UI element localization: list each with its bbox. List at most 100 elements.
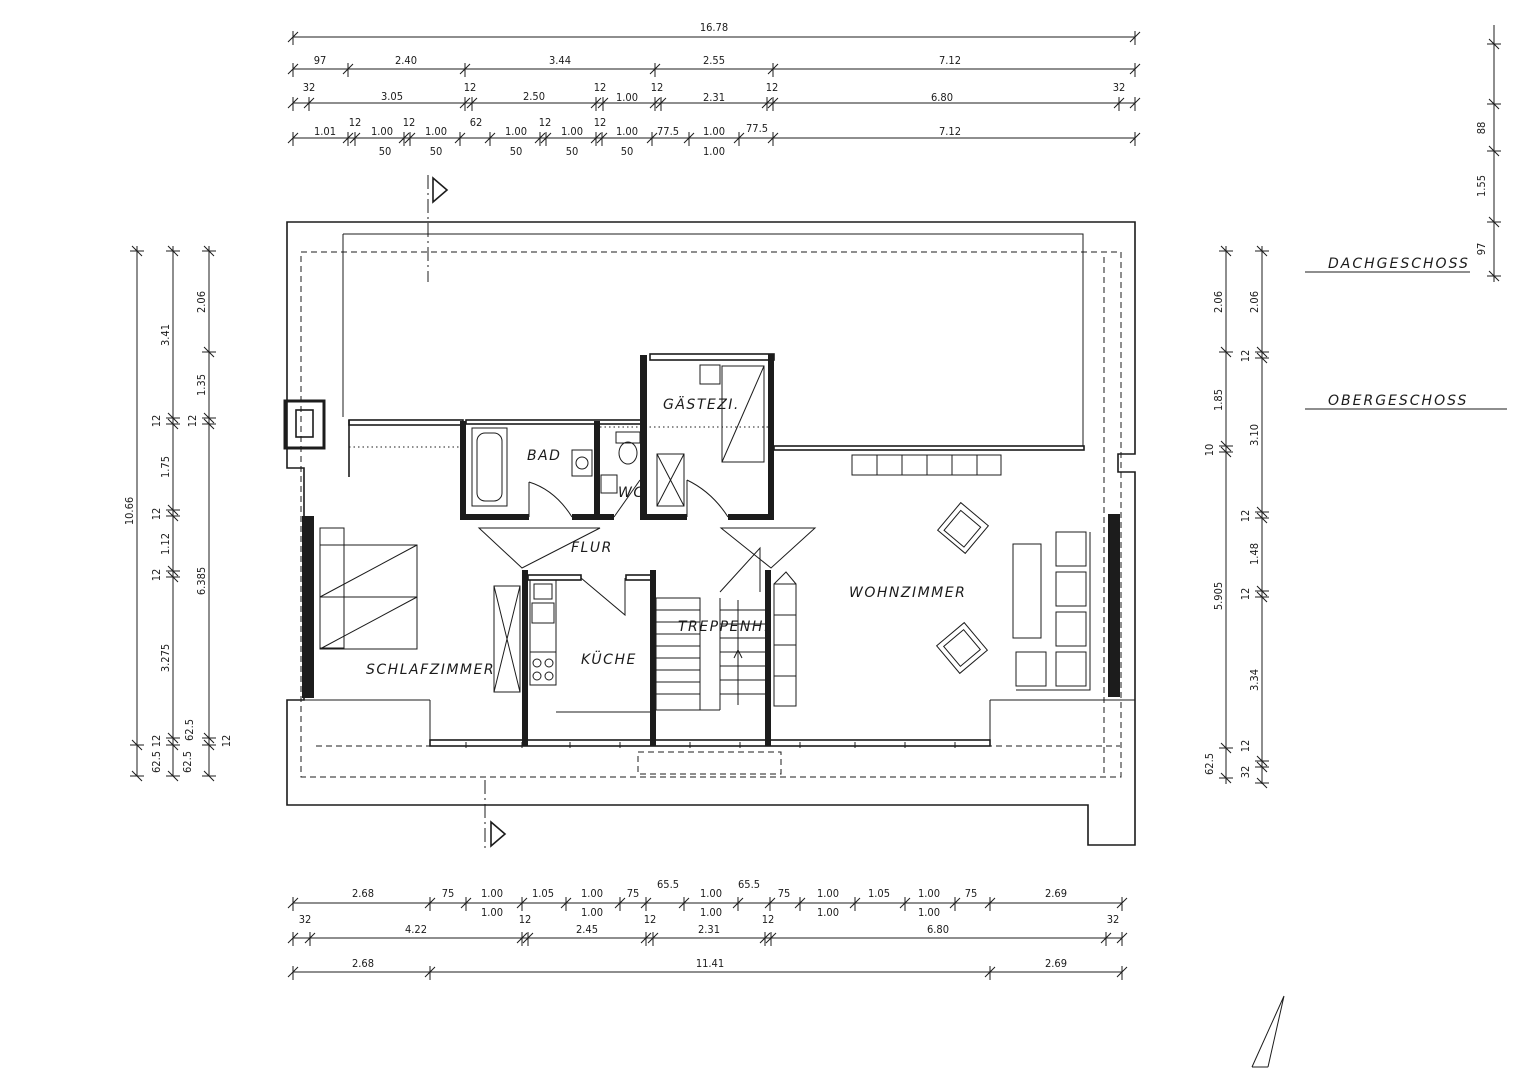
- dim-bottom-r2: 6.80: [927, 923, 949, 936]
- dim-bottom-r1: 1.05: [532, 887, 554, 900]
- dim-right-b: 1.48: [1248, 543, 1261, 565]
- walls: [287, 353, 1135, 775]
- dim-bottom-r1: 1.00: [481, 887, 503, 900]
- dim-top-r4: 12: [403, 116, 416, 129]
- dim-top-r4: 1.00: [505, 125, 527, 138]
- dim-bottom-r2: 12: [762, 913, 775, 926]
- dim-bottom-r2: 12: [519, 913, 532, 926]
- dim-bottom-r1: 75: [778, 887, 791, 900]
- dim-left-b: 1.75: [159, 456, 172, 478]
- dim-bottom-r1: 1.00: [581, 887, 603, 900]
- dim-bottom-r1: 1.00: [817, 887, 839, 900]
- dim-bottom-r1: 1.00: [918, 887, 940, 900]
- dim-top-r4: 77.5: [746, 122, 768, 135]
- dim-top-r3: 12: [464, 81, 477, 94]
- dim-top-r4b: 50: [510, 145, 523, 158]
- dim-left-c: 62.5: [183, 719, 196, 741]
- room-label-wohnzimmer: WOHNZIMMER: [849, 585, 966, 601]
- dim-top-r4: 1.00: [425, 125, 447, 138]
- dim-bottom-r1: 65.5: [657, 878, 679, 891]
- left-dimension-chains: 10.66 62.5 3.41 12 1.75 12 1.12 12 3.275…: [123, 245, 233, 782]
- dim-right-a: 1.85: [1212, 389, 1225, 411]
- dim-left-b: 12: [150, 569, 163, 582]
- dim-bottom-r1: 1.05: [868, 887, 890, 900]
- dim-bottom-r2: 4.22: [405, 923, 427, 936]
- room-labels: BAD WC GÄSTEZI. FLUR WOHNZIMMER TREPPENH…: [366, 395, 966, 678]
- room-label-treppenhaus: TREPPENH.: [678, 619, 770, 635]
- dim-top-r4: 1.01: [314, 125, 336, 138]
- dim-top-r3: 3.05: [381, 90, 403, 103]
- dim-section: 97: [1475, 243, 1488, 256]
- dim-left-c: 2.06: [195, 291, 208, 313]
- dim-top-r4: 77.5: [657, 125, 679, 138]
- dim-bottom-r2: 12: [644, 913, 657, 926]
- bottom-dimension-chains: 2.68 75 1.00 1.05 1.00 75 65.5 1.00 65.5…: [287, 878, 1128, 980]
- dim-top-r3: 12: [594, 81, 607, 94]
- dim-right-a: 5.905: [1212, 582, 1225, 610]
- dim-right-b: 12: [1239, 510, 1252, 523]
- right-dimension-chains: 2.06 1.85 10 5.905 62.5 2.06 12 3.10 12 …: [1203, 245, 1269, 789]
- dim-left-b: 3.41: [159, 324, 172, 346]
- dim-bottom-r3: 2.68: [352, 957, 374, 970]
- dim-right-b: 12: [1239, 740, 1252, 753]
- dim-top-r3: 2.31: [703, 91, 725, 104]
- dim-top-r3: 6.80: [931, 91, 953, 104]
- dim-bottom-r1: 1.00: [700, 887, 722, 900]
- dim-bottom-r2: 32: [1107, 913, 1120, 926]
- dim-top-total: 16.78: [700, 21, 728, 34]
- dim-bottom-r3: 2.69: [1045, 957, 1067, 970]
- dim-top-r4b: 50: [621, 145, 634, 158]
- dim-top-r4b: 1.00: [703, 145, 725, 158]
- dim-left-b: 12: [150, 415, 163, 428]
- dim-bottom-r3: 11.41: [696, 957, 724, 970]
- dim-left-b: 3.275: [159, 644, 172, 672]
- dim-bottom-r1: 65.5: [738, 878, 760, 891]
- room-label-kueche: KÜCHE: [581, 650, 637, 668]
- dim-bottom-r1b: 1.00: [700, 906, 722, 919]
- dim-left-b: 12: [150, 508, 163, 521]
- dim-right-b: 2.06: [1248, 291, 1261, 313]
- chimney: [283, 399, 326, 450]
- dim-left-c: 6.385: [195, 567, 208, 595]
- dim-top-r4b: 50: [566, 145, 579, 158]
- section-marker-top: [427, 175, 449, 282]
- dim-left-b: 62.5: [181, 751, 194, 773]
- furniture: [319, 364, 1091, 713]
- dim-bottom-r1b: 1.00: [918, 906, 940, 919]
- dim-section: 1.55: [1475, 175, 1488, 197]
- dim-bottom-r1b: 1.00: [817, 906, 839, 919]
- dim-right-b: 12: [1239, 350, 1252, 363]
- dim-right-a: 2.06: [1212, 291, 1225, 313]
- dim-section: 88: [1475, 122, 1488, 135]
- room-label-gaestezimmer: GÄSTEZI.: [663, 395, 740, 413]
- dim-left-a: 62.5: [150, 751, 163, 773]
- level-labels: DACHGESCHOSS OBERGESCHOSS: [1305, 256, 1507, 410]
- dim-bottom-r2: 2.31: [698, 923, 720, 936]
- dim-right-b: 32: [1239, 766, 1252, 779]
- dim-top-r4: 12: [349, 116, 362, 129]
- dim-top-r3: 32: [1113, 81, 1126, 94]
- dim-right-b: 3.10: [1248, 424, 1261, 446]
- dim-top-r4: 1.00: [561, 125, 583, 138]
- dim-bottom-r1: 2.69: [1045, 887, 1067, 900]
- dim-top-r3: 12: [651, 81, 664, 94]
- dim-top-r3: 12: [766, 81, 779, 94]
- dim-top-r2: 7.12: [939, 54, 961, 67]
- dim-top-r2: 3.44: [549, 54, 571, 67]
- level-label-dachgeschoss: DACHGESCHOSS: [1328, 256, 1470, 272]
- room-label-flur: FLUR: [571, 540, 613, 556]
- dim-bottom-r1: 2.68: [352, 887, 374, 900]
- dim-top-r2: 97: [314, 54, 327, 67]
- dim-left-c: 12: [186, 415, 199, 428]
- dim-left-b: 12: [150, 735, 163, 748]
- dim-top-r4: 1.00: [616, 125, 638, 138]
- level-label-obergeschoss: OBERGESCHOSS: [1328, 393, 1468, 409]
- dim-top-r4: 1.00: [703, 125, 725, 138]
- right-section-chain: 88 1.55 97: [1475, 25, 1501, 282]
- dim-top-r3: 1.00: [616, 91, 638, 104]
- dim-top-r4: 7.12: [939, 125, 961, 138]
- section-marker-bottom: [484, 780, 507, 850]
- dim-bottom-r1: 75: [627, 887, 640, 900]
- dim-right-a: 62.5: [1203, 753, 1216, 775]
- dim-top-r4b: 50: [379, 145, 392, 158]
